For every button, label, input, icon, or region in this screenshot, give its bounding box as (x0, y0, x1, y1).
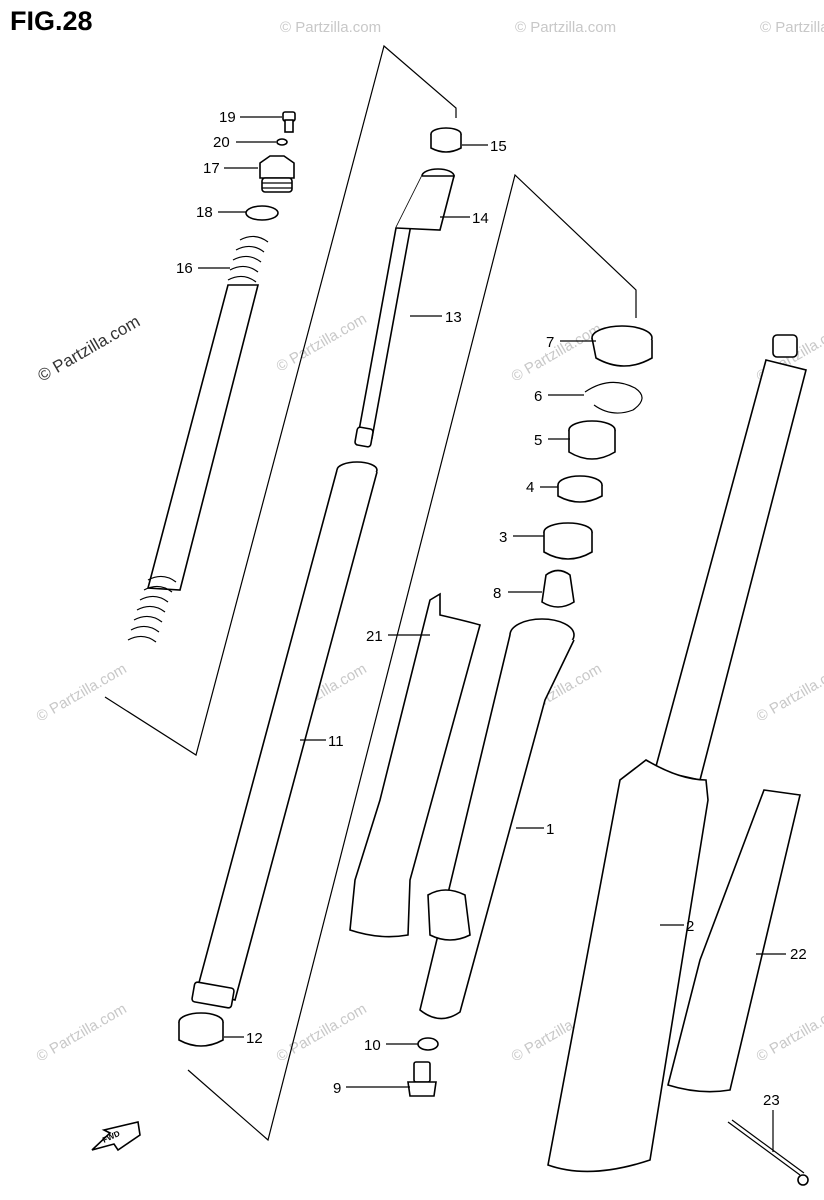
callout-4[interactable]: 4 (526, 479, 534, 496)
callout-2[interactable]: 2 (686, 918, 694, 935)
part-3-bushing[interactable] (543, 522, 593, 560)
figure-title: FIG.28 (10, 6, 93, 36)
callout-17[interactable]: 17 (203, 160, 220, 177)
part-7-dust-seal[interactable] (591, 325, 653, 367)
callout-8[interactable]: 8 (493, 585, 501, 602)
watermark-text: © Partzilla.com (509, 320, 605, 385)
watermark-text: © Partzilla.com (280, 19, 381, 36)
part-10-washer[interactable] (417, 1037, 439, 1051)
watermark-text: © Partzilla.com (34, 660, 130, 725)
watermark-text: © Partzilla.com (760, 19, 824, 36)
part-22-fork-cover[interactable] (667, 789, 801, 1093)
part-8-oil-lock-piece[interactable] (541, 569, 575, 608)
part-2-fork-assembly[interactable] (547, 334, 807, 1173)
callout-1[interactable]: 1 (546, 821, 554, 838)
callout-16[interactable]: 16 (176, 260, 193, 277)
leader-lines (198, 116, 786, 1152)
callout-3[interactable]: 3 (499, 529, 507, 546)
callout-11[interactable]: 11 (328, 733, 344, 750)
part-6-snap-ring[interactable] (584, 381, 643, 414)
watermark-text: © Partzilla.com (754, 660, 824, 725)
callout-10[interactable]: 10 (364, 1037, 381, 1054)
callout-labels: 19 20 17 18 16 15 14 13 7 6 5 4 3 8 21 1… (176, 109, 807, 1109)
callout-14[interactable]: 14 (472, 210, 489, 227)
part-16-spring[interactable] (127, 235, 269, 643)
part-23-cable-tie[interactable] (727, 1119, 809, 1186)
part-11-inner-tube[interactable] (191, 461, 378, 1009)
callout-6[interactable]: 6 (534, 388, 542, 405)
callout-7[interactable]: 7 (546, 334, 554, 351)
fwd-arrow-icon: FWD (91, 1121, 141, 1152)
part-17-cap-bolt[interactable] (259, 155, 295, 193)
part-1-outer-tube[interactable] (419, 618, 575, 1020)
part-21-fork-cover[interactable] (349, 592, 481, 938)
callout-12[interactable]: 12 (246, 1030, 263, 1047)
watermark-main: © Partzilla.com (35, 312, 144, 386)
watermark-text: © Partzilla.com (34, 1000, 130, 1065)
part-9-bolt[interactable] (407, 1061, 437, 1097)
part-18-o-ring[interactable] (245, 205, 279, 221)
callout-5[interactable]: 5 (534, 432, 542, 449)
part-13-damper-rod[interactable] (354, 168, 456, 448)
callout-22[interactable]: 22 (790, 946, 807, 963)
part-20-o-ring[interactable] (276, 138, 288, 146)
guide-lines (104, 44, 637, 1142)
callout-18[interactable]: 18 (196, 204, 213, 221)
part-15-bushing[interactable] (430, 127, 462, 153)
watermark-text: © Partzilla.com (515, 19, 616, 36)
part-4-washer[interactable] (557, 475, 603, 503)
part-19-bolt[interactable] (282, 111, 296, 133)
part-5-oil-seal[interactable] (568, 420, 616, 460)
part-12-bushing[interactable] (178, 1012, 224, 1047)
watermark-text: © Partzilla.com (274, 1000, 370, 1065)
callout-21[interactable]: 21 (366, 628, 383, 645)
callout-19[interactable]: 19 (219, 109, 236, 126)
callout-9[interactable]: 9 (333, 1080, 341, 1097)
watermark-text: © Partzilla.com (274, 310, 370, 375)
callout-13[interactable]: 13 (445, 309, 462, 326)
callout-15[interactable]: 15 (490, 138, 507, 155)
callout-23[interactable]: 23 (763, 1092, 780, 1109)
callout-20[interactable]: 20 (213, 134, 230, 151)
watermark-text: © Partzilla.com (754, 1000, 824, 1065)
